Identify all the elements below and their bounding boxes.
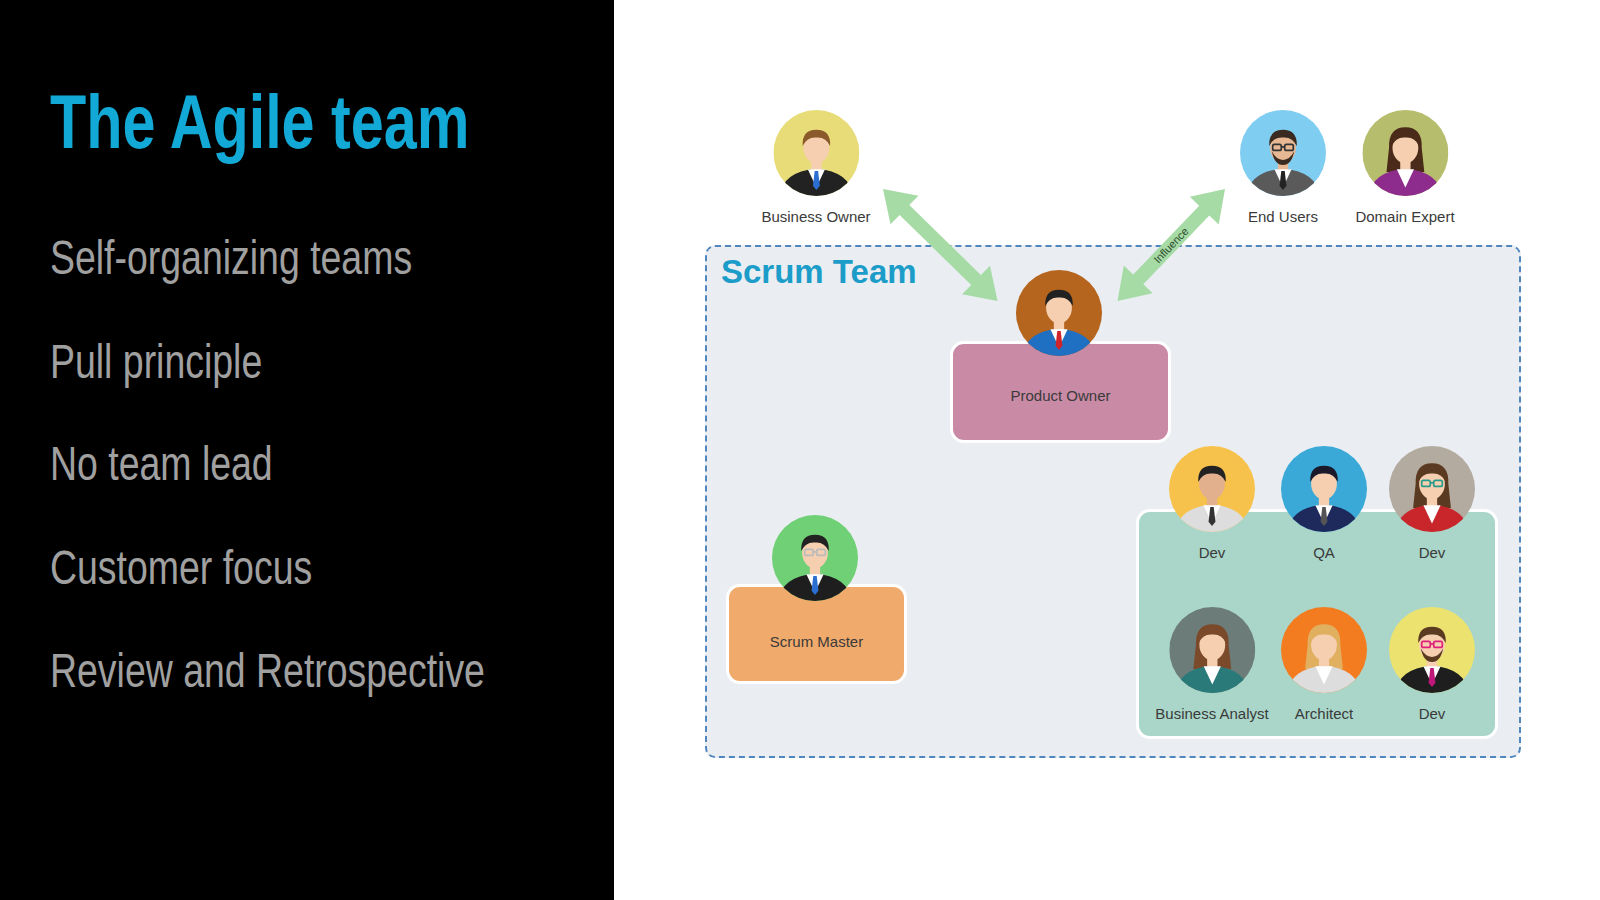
bullet-point: Pull principle bbox=[50, 338, 262, 386]
role-box: Scrum Master bbox=[726, 584, 907, 684]
person-node: Business Owner bbox=[761, 110, 870, 226]
person-avatar bbox=[1240, 110, 1326, 196]
bullet-point: Customer focus bbox=[50, 544, 312, 592]
person-node: Dev bbox=[1389, 446, 1475, 562]
node-label: End Users bbox=[1248, 208, 1318, 226]
node-label: Business Analyst bbox=[1155, 705, 1268, 723]
person-avatar bbox=[1169, 607, 1255, 693]
node-label: Architect bbox=[1295, 705, 1353, 723]
bullet-point: Review and Retrospective bbox=[50, 647, 485, 695]
dark-panel: The Agile teamSelf-organizing teamsPull … bbox=[0, 0, 614, 900]
person-node: End Users bbox=[1240, 110, 1326, 226]
person-avatar bbox=[1389, 446, 1475, 532]
role-box: Product Owner bbox=[950, 341, 1171, 443]
person-node: QA bbox=[1281, 446, 1367, 562]
node-label: Dev bbox=[1419, 544, 1446, 562]
influence-arrow bbox=[883, 189, 998, 301]
node-label: Scrum Master bbox=[770, 633, 863, 650]
node-label: Product Owner bbox=[1010, 387, 1110, 404]
bullet-point: No team lead bbox=[50, 440, 273, 488]
person-avatar bbox=[1281, 446, 1367, 532]
team-region: Scrum TeamProduct OwnerScrum MasterDevQA… bbox=[705, 245, 1521, 758]
node-label: Dev bbox=[1199, 544, 1226, 562]
node-label: Business Owner bbox=[761, 208, 870, 226]
node-label: Domain Expert bbox=[1355, 208, 1454, 226]
person-avatar bbox=[1281, 607, 1367, 693]
node-label: QA bbox=[1313, 544, 1335, 562]
bullet-point: Self-organizing teams bbox=[50, 234, 412, 282]
role-box: DevQADevBusiness AnalystArchitectDev bbox=[1136, 509, 1498, 739]
slide-title: The Agile team bbox=[50, 78, 469, 165]
person-node: Dev bbox=[1169, 446, 1255, 562]
person-avatar bbox=[1362, 110, 1448, 196]
person-node: Architect bbox=[1281, 607, 1367, 723]
person-avatar bbox=[1016, 270, 1102, 356]
person-avatar bbox=[1169, 446, 1255, 532]
region-heading: Scrum Team bbox=[721, 253, 917, 291]
person-node: Dev bbox=[1389, 607, 1475, 723]
person-avatar bbox=[773, 110, 859, 196]
person-avatar bbox=[1389, 607, 1475, 693]
influence-arrow bbox=[1118, 189, 1226, 301]
person-node: Domain Expert bbox=[1355, 110, 1454, 226]
person-node: Business Analyst bbox=[1155, 607, 1268, 723]
person-avatar bbox=[772, 515, 858, 601]
node-label: Dev bbox=[1419, 705, 1446, 723]
